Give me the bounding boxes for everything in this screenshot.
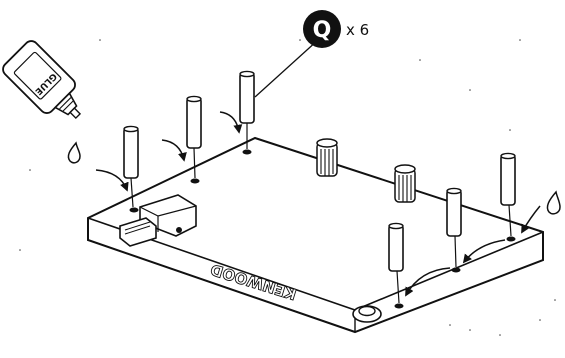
- glue-bottle-icon: [2, 40, 82, 120]
- pin: [446, 187, 462, 268]
- hole: [394, 303, 404, 309]
- ribbed-foot: [316, 138, 338, 177]
- hole: [451, 267, 461, 273]
- glue-holes: [129, 149, 516, 309]
- glue-drop-icon: [546, 190, 561, 215]
- ribbed-foot: [394, 164, 416, 203]
- round-foot: [352, 305, 382, 323]
- hole: [242, 149, 252, 155]
- pin: [500, 152, 516, 237]
- hole: [129, 207, 139, 213]
- pin: [186, 95, 202, 179]
- pin: [239, 70, 255, 149]
- part-letter: Q: [313, 18, 332, 43]
- part-callout: Q x 6: [254, 10, 369, 98]
- hole: [506, 236, 516, 242]
- part-q-badge: [303, 10, 341, 48]
- part-quantity: x 6: [346, 21, 369, 39]
- connector-block: [119, 194, 197, 247]
- hole: [190, 178, 200, 184]
- pin: [123, 125, 139, 208]
- glue-drop-icon: [67, 141, 81, 164]
- insertion-arrow-icon: [95, 111, 541, 297]
- pin: [388, 222, 404, 304]
